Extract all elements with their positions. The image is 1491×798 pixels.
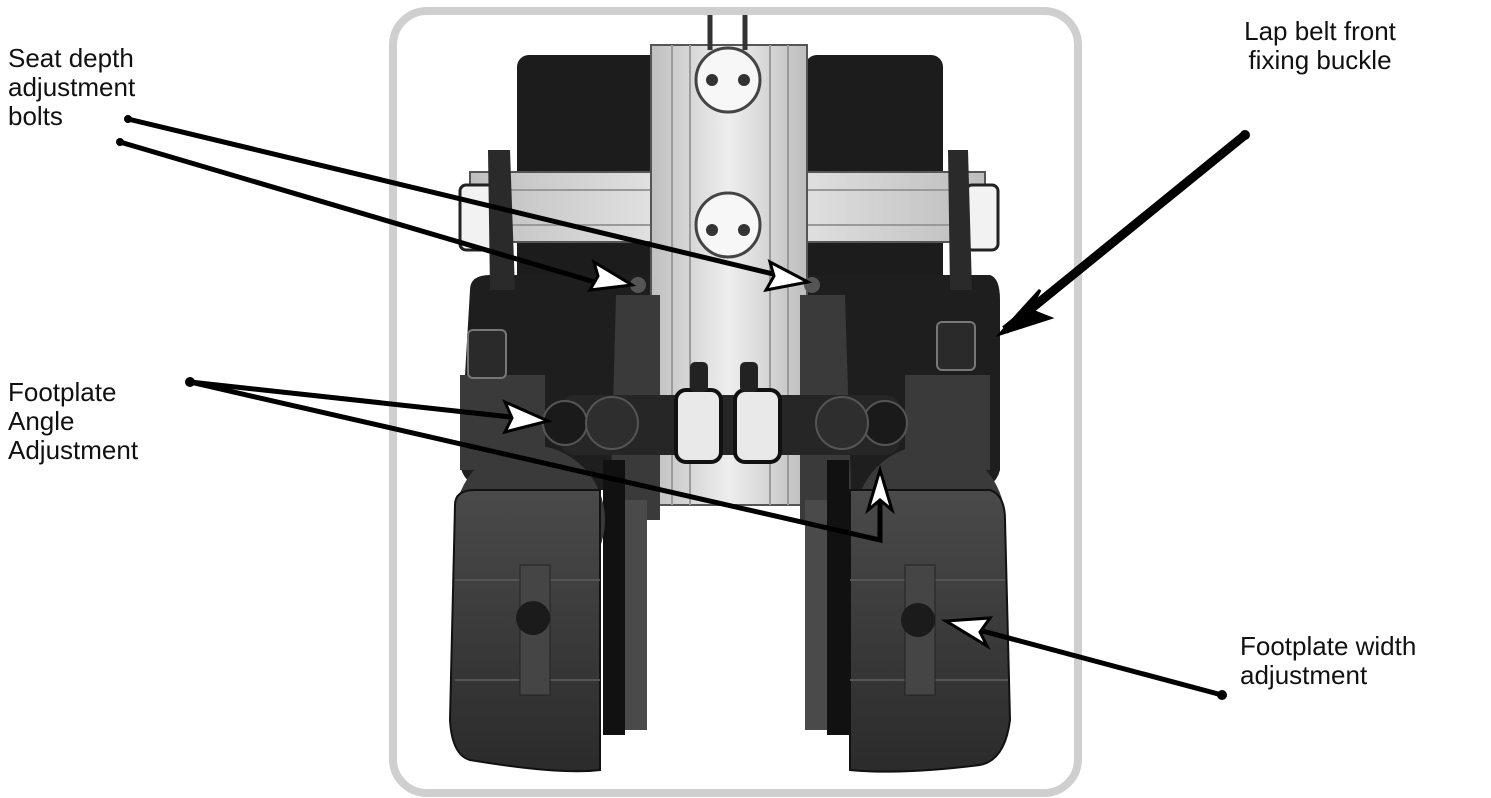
seat-depth-arrow-left [587, 258, 637, 292]
left-width-knob [516, 601, 550, 635]
lap-belt-label: Lap belt front fixing buckle [1244, 16, 1396, 75]
pivot-shaft [560, 395, 900, 455]
right-release-catch [733, 388, 782, 464]
footplate-width-arrow [941, 616, 994, 650]
arrowheads [502, 258, 1055, 650]
seat-depth-leader-1 [127, 116, 791, 281]
left-angle-knob [542, 400, 588, 446]
footplate-angle-label: Footplate Angle Adjustment [8, 377, 139, 465]
lap-belt-leader [1002, 131, 1248, 334]
seat-depth-leader-2 [119, 139, 599, 286]
left-lap-belt-buckle [467, 329, 507, 379]
left-seat-depth-bolt [630, 277, 646, 293]
upper-mounting-disc [694, 46, 762, 114]
seat-depth-label: Seat depth adjustment bolts [8, 43, 136, 131]
seat-depth-arrow-right [763, 259, 813, 293]
lap-belt-arrow [995, 288, 1055, 338]
left-release-catch [674, 388, 723, 464]
footplate-width-label: Footplate width adjustment [1240, 631, 1417, 690]
footplate-angle-arrow-left [502, 399, 553, 435]
right-hanger [827, 460, 849, 735]
right-lap-belt-buckle [936, 321, 976, 371]
leader-lines [119, 116, 1248, 698]
footplate-angle-arrow-right [865, 464, 895, 515]
lower-mounting-disc [694, 191, 762, 259]
footplate-angle-leader-2 [189, 379, 883, 544]
right-clamp [964, 183, 1000, 252]
footplate-angle-leader-1 [189, 379, 521, 421]
right-width-knob [901, 603, 935, 637]
right-angle-knob [862, 400, 908, 446]
left-hanger [603, 460, 625, 735]
footplate-width-leader [959, 622, 1223, 698]
leader-endpoints [116, 115, 1250, 700]
right-seat-depth-bolt [804, 277, 820, 293]
